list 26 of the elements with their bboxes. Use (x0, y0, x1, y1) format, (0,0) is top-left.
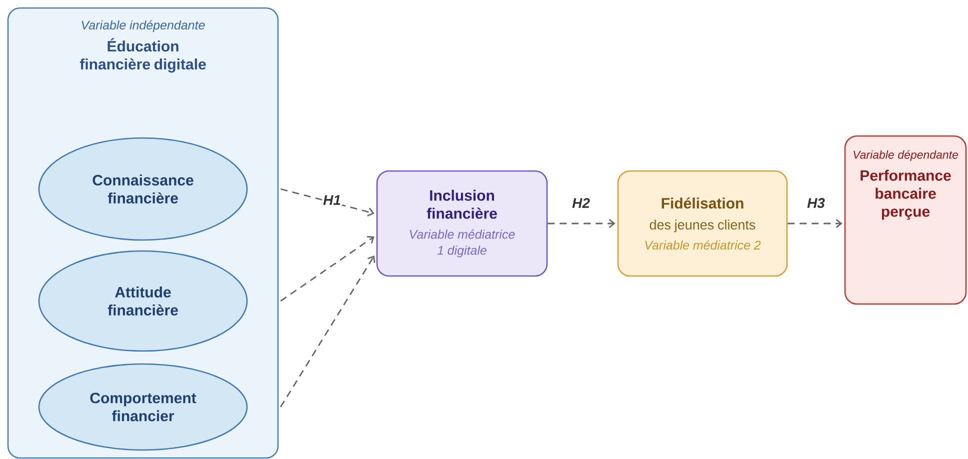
arrow (280, 256, 376, 408)
node-label: Variable médiatrice 1 digitale (410, 229, 515, 258)
dimension-ellipse (38, 250, 248, 352)
arrow (280, 236, 374, 302)
edge-label: H3 (806, 197, 826, 209)
node-label: Variable dépendante (854, 150, 958, 162)
node-label: Attitude financière (108, 286, 178, 316)
dimension-ellipse (38, 137, 248, 241)
node-label: Variable médiatrice 2 (645, 240, 761, 250)
node-label: Inclusion financière (426, 190, 497, 219)
node-label: Connaissance financière (92, 174, 194, 204)
edge-label: H2 (571, 197, 591, 209)
dimension-ellipse (38, 363, 248, 451)
edge-label: H1 (322, 194, 342, 206)
node-label: Variable indépendante (82, 20, 205, 32)
node-label: Comportement financier (90, 392, 196, 422)
node-label: Performance bancaire perçue (860, 170, 951, 220)
arrow (788, 218, 842, 228)
node-label: des jeunes clients (650, 220, 756, 232)
node-label: Fidélisation (662, 197, 744, 209)
node-label: Éducation financière digitale (80, 38, 206, 73)
outcome-box (844, 135, 967, 305)
mediator-box (617, 170, 788, 277)
arrow (548, 218, 616, 228)
mediator-box (376, 170, 548, 277)
arrow (280, 188, 374, 216)
